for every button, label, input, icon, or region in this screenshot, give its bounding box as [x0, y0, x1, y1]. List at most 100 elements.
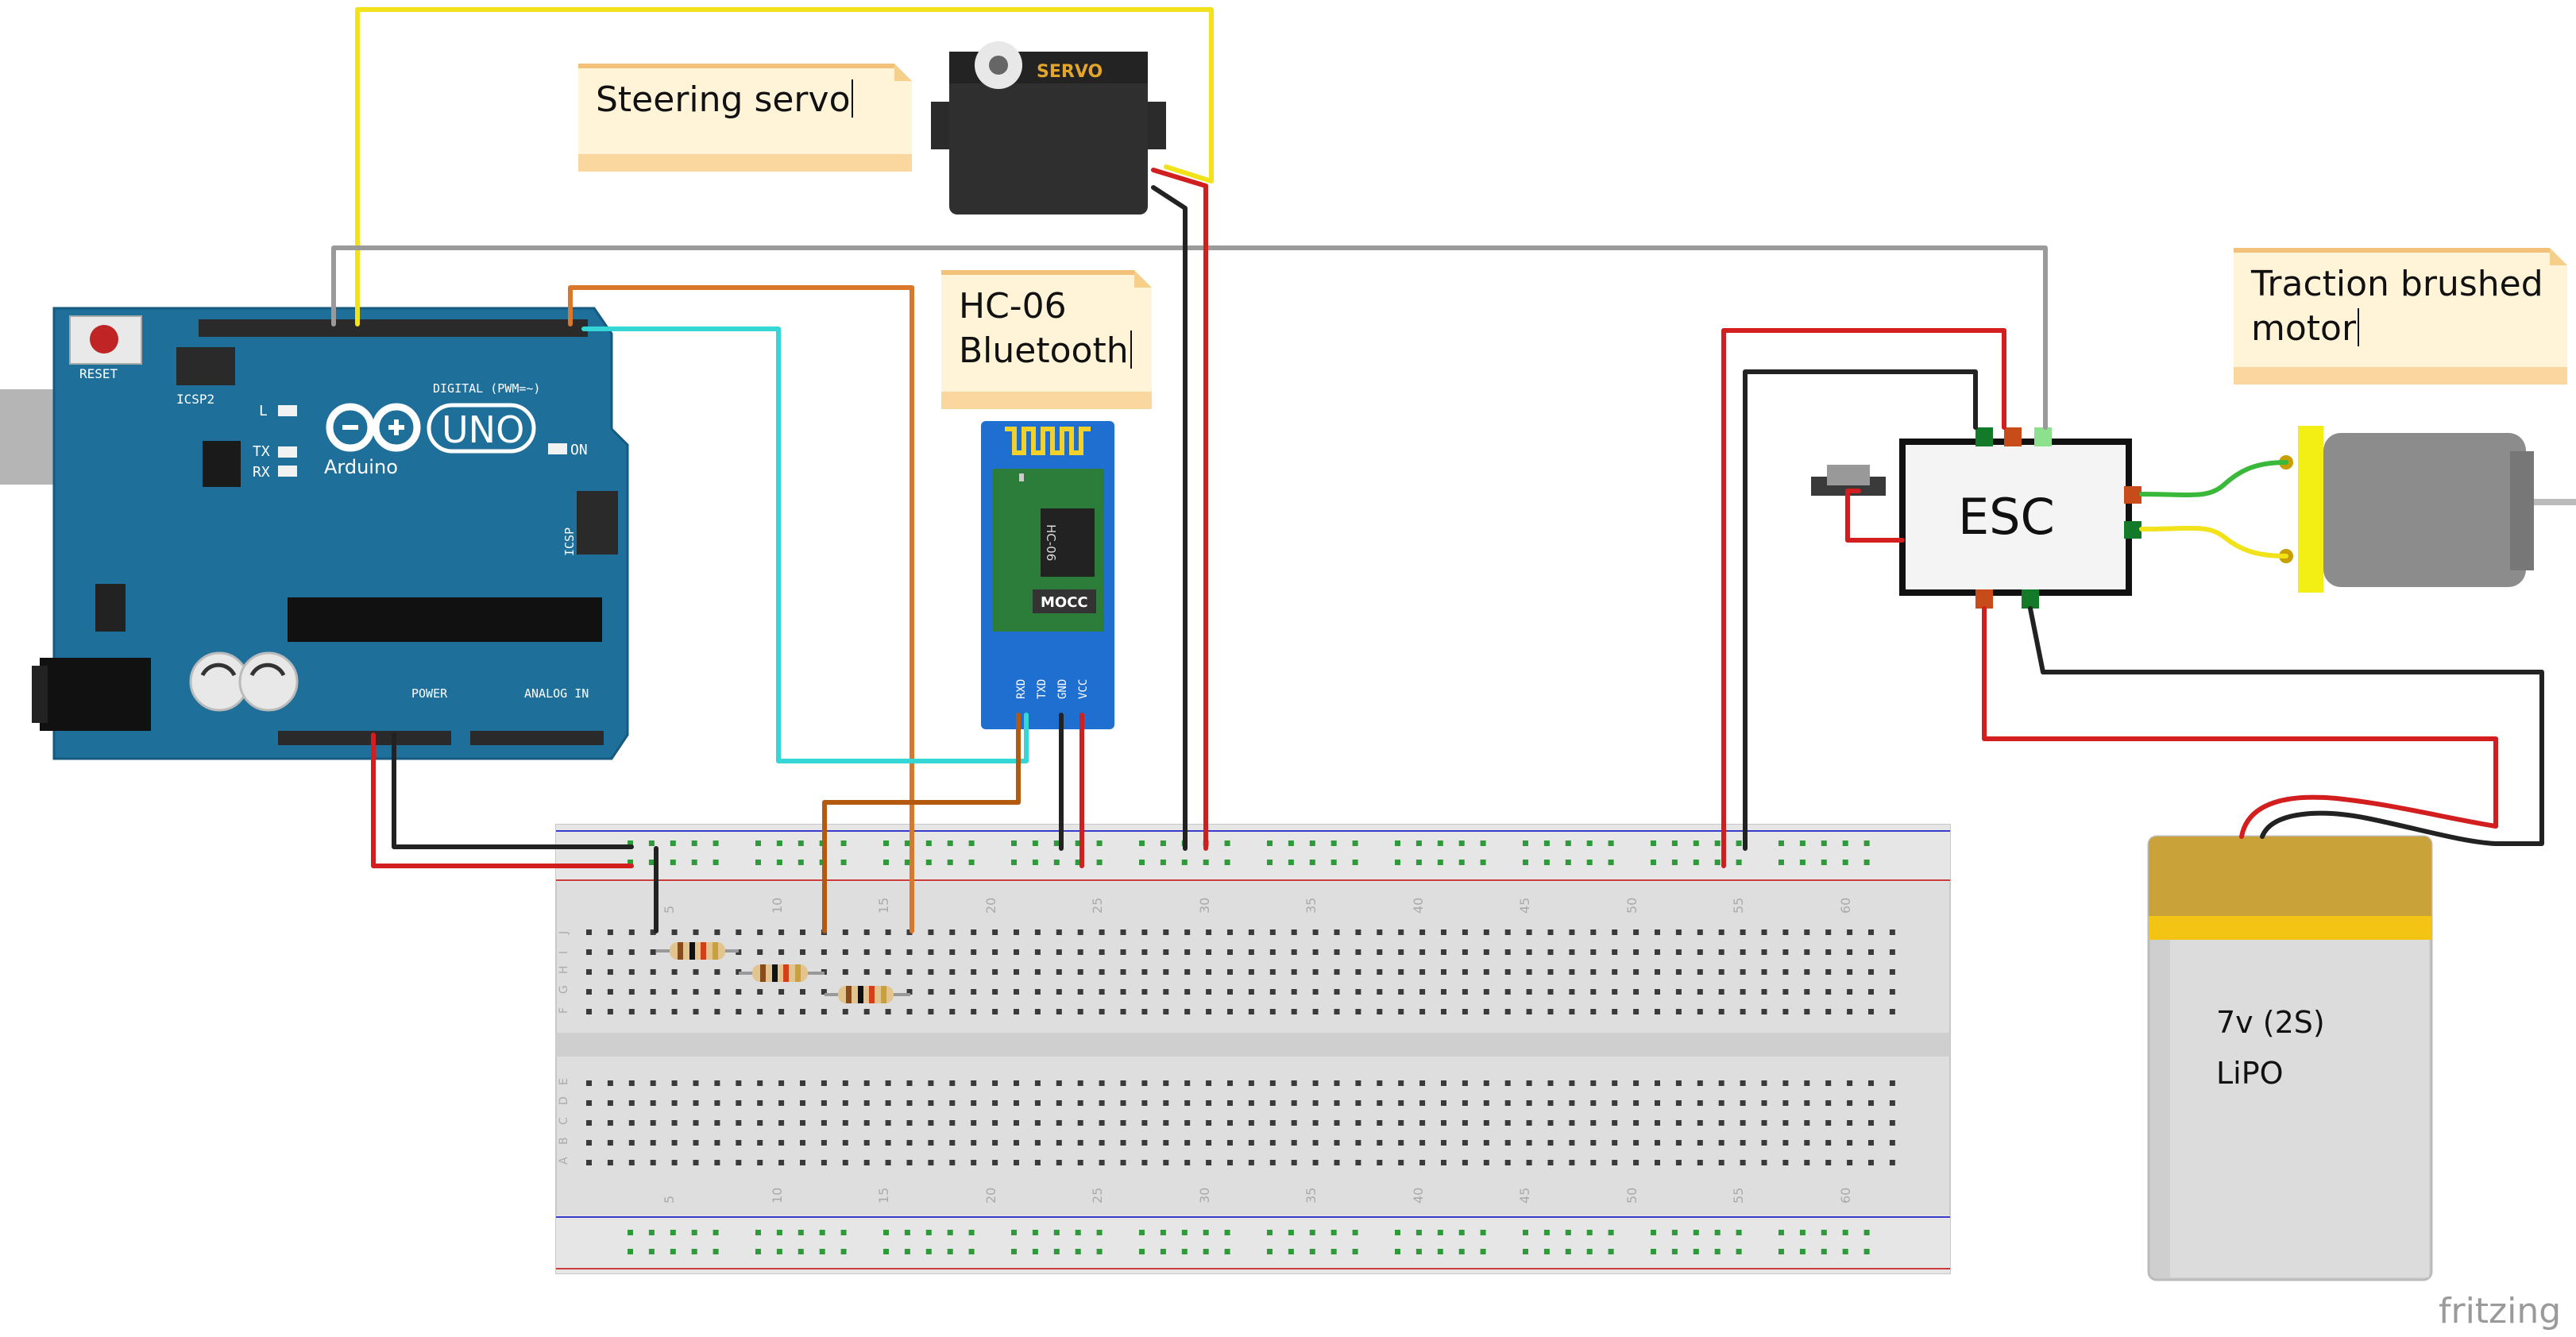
arduino-infinity-logo: [326, 403, 421, 452]
breadboard-hole: [1565, 860, 1571, 865]
breadboard-hole: [1377, 929, 1383, 935]
breadboard-hole: [1395, 1230, 1400, 1235]
breadboard-hole: [1398, 1120, 1404, 1126]
breadboard-hole: [1863, 840, 1870, 846]
breadboard-hole: [1141, 969, 1148, 975]
breadboard-hole: [778, 949, 785, 955]
breadboard-hole: [1671, 840, 1678, 846]
breadboard-hole: [1141, 1009, 1148, 1014]
breadboard-row-letters: J I H G F E D C B A: [558, 931, 570, 1165]
breadboard-hole: [1184, 1080, 1191, 1086]
breadboard-hole: [1761, 1160, 1767, 1165]
col-num-bot-35: 35: [1303, 1188, 1319, 1204]
breadboard-hole: [1203, 1230, 1209, 1235]
breadboard-hole: [1590, 1140, 1597, 1146]
wire-black-gnd: [392, 732, 634, 849]
col-num-bot-15: 15: [876, 1188, 891, 1204]
breadboard-hole: [1799, 1230, 1806, 1235]
breadboard-hole: [1483, 1080, 1489, 1086]
wire-red-5v: [371, 732, 634, 868]
breadboard-hole: [1868, 1160, 1874, 1165]
breadboard-hole: [1782, 969, 1789, 975]
row-letter-d: D: [558, 1096, 570, 1105]
breadboard-hole: [1523, 860, 1528, 865]
breadboard-hole: [1612, 1100, 1618, 1106]
col-num-bot-5: 5: [662, 1196, 677, 1204]
breadboard-hole: [1248, 1120, 1254, 1126]
breadboard-hole: [925, 860, 932, 865]
breadboard-hole: [1248, 949, 1254, 955]
breadboard-hole: [1334, 989, 1340, 995]
breadboard-hole: [1547, 989, 1554, 995]
breadboard-hole: [1288, 1230, 1294, 1235]
breadboard-hole: [947, 1230, 953, 1235]
breadboard-hole: [885, 1160, 891, 1165]
breadboard-hole: [1714, 1230, 1721, 1235]
breadboard-hole: [1847, 929, 1853, 935]
breadboard-hole: [928, 929, 934, 935]
note-steering-servo[interactable]: Steering servo: [578, 64, 912, 172]
breadboard-hole: [1889, 1009, 1895, 1014]
breadboard-hole: [648, 860, 655, 865]
breadboard-hole: [1612, 969, 1618, 975]
breadboard-hole: [1355, 949, 1361, 955]
breadboard-hole: [1868, 1080, 1874, 1086]
breadboard-hole: [906, 1160, 913, 1165]
breadboard-hole: [1291, 1140, 1297, 1146]
breadboard-hole: [1334, 1009, 1340, 1014]
breadboard-hole: [971, 1080, 977, 1086]
breadboard-hole: [1714, 840, 1721, 846]
breadboard-hole: [1206, 989, 1212, 995]
breadboard-hole: [1740, 1120, 1746, 1126]
breadboard-hole: [1761, 1009, 1767, 1014]
breadboard-hole: [1842, 840, 1848, 846]
breadboard-hole: [863, 1100, 870, 1106]
breadboard-hole: [1671, 860, 1678, 865]
breadboard-hole: [840, 840, 847, 846]
breadboard-hole: [736, 929, 742, 935]
breadboard-hole: [1419, 969, 1426, 975]
breadboard-hole: [1291, 1160, 1297, 1165]
wire-brown-hc06: [822, 713, 1021, 933]
breadboard-hole: [885, 969, 891, 975]
breadboard-hole: [1804, 1120, 1810, 1126]
note-hc06-bluetooth[interactable]: HC-06 Bluetooth: [941, 270, 1152, 409]
breadboard-hole: [1227, 989, 1233, 995]
esc-controller: ESC: [1019, 427, 2142, 609]
wire-battery-lead-black: [2260, 810, 2498, 846]
breadboard-hole: [1075, 860, 1081, 865]
breadboard-hole: [821, 1080, 827, 1086]
breadboard-hole: [1206, 969, 1212, 975]
breadboard-hole: [1034, 1140, 1041, 1146]
breadboard-hole: [819, 1249, 825, 1254]
breadboard-hole: [1799, 840, 1806, 846]
breadboard-hole: [1740, 1080, 1746, 1086]
breadboard-hole: [607, 1140, 613, 1146]
breadboard-hole: [1569, 989, 1575, 995]
breadboard-hole: [1141, 929, 1148, 935]
breadboard-hole: [1034, 989, 1041, 995]
breadboard-hole: [1437, 1249, 1443, 1254]
breadboard-hole: [1419, 1140, 1426, 1146]
note-bt-line1: HC-06: [959, 286, 1067, 327]
breadboard-hole: [1120, 969, 1126, 975]
breadboard-hole: [1718, 949, 1724, 955]
breadboard-hole: [1847, 1009, 1853, 1014]
breadboard-hole: [1612, 1080, 1618, 1086]
breadboard-hole: [1206, 929, 1212, 935]
breadboard-hole: [757, 949, 763, 955]
wire-cyan-rx: [581, 327, 1029, 763]
breadboard-hole: [992, 1140, 998, 1146]
breadboard-hole: [1377, 1009, 1383, 1014]
breadboard-hole: [671, 969, 678, 975]
col-num-bot-60: 60: [1838, 1188, 1853, 1204]
note-traction-motor[interactable]: Traction brushed motor: [2234, 248, 2567, 384]
breadboard-hole: [1288, 860, 1294, 865]
breadboard-hole: [776, 860, 782, 865]
breadboard-hole: [1547, 1140, 1554, 1146]
breadboard-hole: [1120, 1100, 1126, 1106]
breadboard-hole: [1804, 929, 1810, 935]
breadboard-hole: [1842, 1230, 1848, 1235]
breadboard-hole: [1868, 1140, 1874, 1146]
breadboard-hole: [1355, 1120, 1361, 1126]
